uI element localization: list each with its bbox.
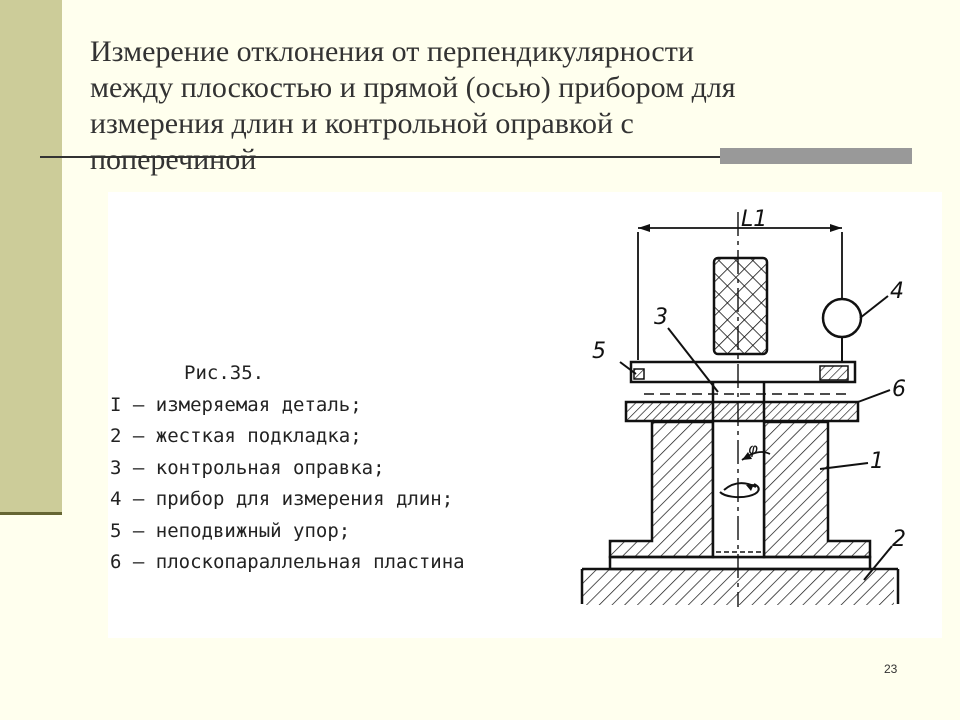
length-gauge-4 xyxy=(821,297,863,362)
legend-item-4: 4 – прибор для измерения длин; xyxy=(110,488,454,510)
title-line-1: Измерение отклонения от перпендикулярнос… xyxy=(90,35,694,68)
legend-item-1: I – измеряемая деталь; xyxy=(110,393,362,416)
label-part-1: 1 xyxy=(870,449,884,474)
title-line-3: измерения длин и контрольной оправкой с xyxy=(90,107,634,140)
dimension-L1 xyxy=(637,224,843,360)
legend-item-2: 2 – жесткая подкладка; xyxy=(110,425,362,447)
page-number: 23 xyxy=(884,662,898,676)
label-dimension-L1: L1 xyxy=(741,207,767,232)
legend-item-3: 3 – контрольная оправка; xyxy=(110,456,385,479)
figure-panel: Рис.35. I – измеряемая деталь; 2 – жестк… xyxy=(108,192,942,638)
rotation-indicators xyxy=(719,451,771,499)
label-part-3: 3 xyxy=(654,305,668,330)
parallel-plate-6 xyxy=(624,393,860,423)
title-divider-accent xyxy=(720,148,912,164)
title-line-4: поперечиной xyxy=(90,143,257,176)
decorative-side-line xyxy=(0,512,62,515)
label-angle: φ xyxy=(748,440,758,458)
technical-drawing: L1 3 4 5 6 1 2 φ xyxy=(580,207,906,607)
legend-item-6: 6 – плоскопараллельная пластина xyxy=(110,551,465,573)
base-plate-2 xyxy=(580,567,900,605)
figure-legend: Рис.35. I – измеряемая деталь; 2 – жестк… xyxy=(110,358,465,579)
slide-title: Измерение отклонения от перпендикулярнос… xyxy=(90,34,920,178)
legend-item-5: 5 – неподвижный упор; xyxy=(110,519,351,542)
leader-lines xyxy=(619,295,893,581)
label-part-4: 4 xyxy=(890,279,904,304)
label-part-5: 5 xyxy=(592,339,606,364)
title-divider xyxy=(40,156,912,158)
label-part-6: 6 xyxy=(892,377,906,402)
figure-caption: Рис.35. xyxy=(184,362,265,384)
title-line-2: между плоскостью и прямой (осью) приборо… xyxy=(90,71,736,104)
crossbar-5 xyxy=(629,360,857,384)
label-part-2: 2 xyxy=(892,527,906,552)
decorative-side-bar xyxy=(0,0,62,512)
